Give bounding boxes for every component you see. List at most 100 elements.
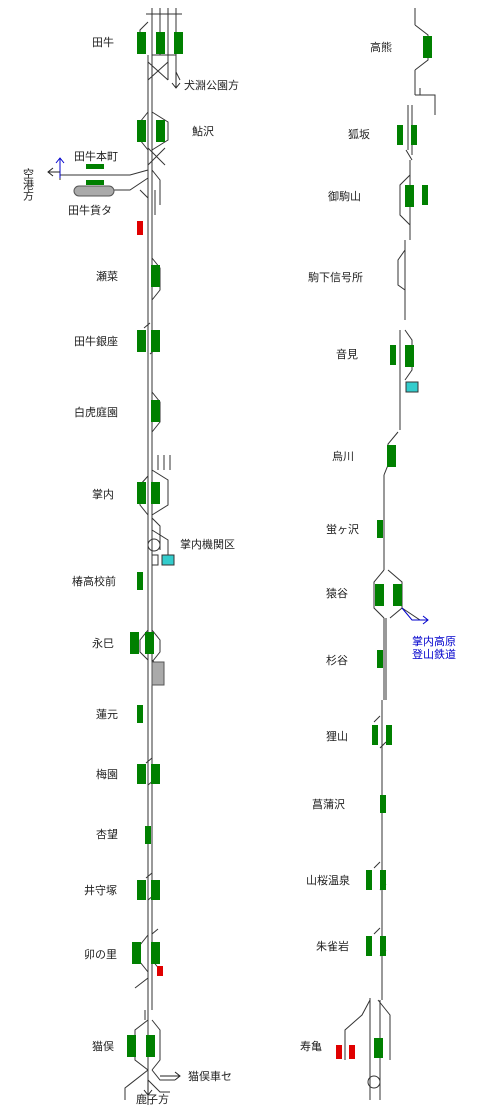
platform-tanukiyama-2 [386,725,392,745]
platform-ayusawa-2 [156,120,165,142]
platform-tsubaki [137,572,143,590]
station-label: 烏川 [332,449,354,463]
station-label: 梅園 [96,767,118,781]
station-label: 寿亀 [300,1039,322,1053]
station-label: 白虎庭園 [74,405,118,419]
platform-tauchi-3 [174,32,183,54]
platform-otomi-2 [405,345,414,367]
freight-yard-shape [73,185,115,197]
platform-unosato-2 [151,942,160,964]
platform-otomi-1 [390,345,396,365]
branch-label-inubuchi: 犬淵公園方 [184,78,239,92]
platform-kitsunezaka-1 [397,125,403,145]
inubuchi-arrow-icon [171,72,181,89]
platform-shoubusawa [380,795,386,813]
branch-label-nekomata-depot: 猫俣車セ [188,1069,232,1083]
platform-tauchi-1 [137,32,146,54]
branch-label-mountain-rail-2: 登山鉄道 [412,647,456,661]
station-label: 山桜温泉 [306,873,350,887]
red-marker-jukame-2 [349,1045,355,1059]
platform-tauchi-honmachi-1 [86,164,104,169]
station-label: 井守塚 [84,883,117,897]
platform-ayusawa-1 [137,120,146,142]
labels-left: 田牛 鮎沢 田牛本町 田牛貨タ 瀬菜 田牛銀座 白虎庭園 掌内 椿高校前 永巳 … [22,35,240,1106]
branch-label-kako: 鹿子方 [136,1092,169,1106]
platform-tauchi-2 [156,32,165,54]
station-label: 永巳 [92,636,114,650]
station-label: 菖蒲沢 [312,797,345,811]
station-label: 杏望 [96,828,118,841]
station-label: 御駒山 [328,189,361,203]
platform-umezono-2 [151,764,160,784]
platform-tauchi-ginza-1 [137,330,146,352]
platform-tauchi-ginza-2 [151,330,160,352]
station-label: 狐坂 [348,127,370,141]
platform-shounai-1 [137,482,146,504]
station-label: 猫俣 [92,1039,114,1053]
labels-right: 高熊 狐坂 御駒山 駒下信号所 音見 烏川 蛍ヶ沢 猿谷 杉谷 狸山 菖蒲沢 山… [300,40,456,1053]
platform-gokomayama-2 [422,185,428,205]
station-label: 朱雀岩 [316,939,349,953]
platform-yamazakura-1 [366,870,372,890]
platform-hasumoto [137,705,143,723]
platform-shounai-2 [151,482,160,504]
platform-kyoubou [145,826,151,844]
platform-sena [151,265,160,287]
platform-gokomayama-1 [405,185,414,207]
station-label: 猿谷 [326,586,348,600]
branch-label-depot: 掌内機関区 [180,537,235,551]
airport-arrow-icon [55,157,65,178]
red-marker-freight [137,221,143,235]
airport-left-arrow-icon [47,167,60,177]
station-label: 田牛貨タ [68,203,112,217]
platform-sarutani-2 [393,584,402,606]
station-label: 掌内 [92,487,114,501]
station-label: 蛍ヶ沢 [326,522,359,536]
station-label: 田牛銀座 [74,334,118,348]
platform-yamazakura-2 [380,870,386,890]
kako-arrow-icon [143,1080,153,1096]
eishi-siding-shape [151,661,165,686]
platform-unosato-1 [132,942,141,964]
depot-box-cyan [161,554,175,566]
platform-umezono-1 [137,764,146,784]
platform-tauchi-honmachi-2 [86,180,104,185]
branch-label-mountain-rail-1: 掌内高原 [412,634,456,648]
platforms [86,32,432,1058]
station-label: 杉谷 [326,653,348,667]
platform-sarutani-1 [375,584,384,606]
station-label: 椿高校前 [72,574,116,588]
platform-karasugawa [387,445,396,467]
station-label: 音見 [336,347,358,361]
station-label: 狸山 [326,730,348,743]
red-marker-unosato [157,966,163,976]
facilities [47,72,429,1096]
platform-sugitani [377,650,383,668]
nekomata-depot-arrow-icon [160,1071,181,1081]
station-label: 瀬菜 [96,269,118,283]
station-label: 卯の里 [84,948,117,961]
platform-kitsunezaka-2 [411,125,417,145]
station-label: 鮎沢 [192,124,214,138]
platform-takaguma [423,36,432,58]
platform-hotarugasawa [377,520,383,538]
platform-byakko-teien [151,400,160,422]
right-line [344,8,436,1100]
platform-jukame [374,1038,383,1058]
platform-suzakuiwa-1 [366,936,372,956]
platform-nekomata-1 [127,1035,136,1057]
platform-eishi-1 [130,632,139,654]
otomi-box-cyan [405,381,419,393]
station-label: 高熊 [370,40,392,54]
mountain-rail-arrow-icon [401,607,429,625]
platform-imorizuka-2 [151,880,160,900]
platform-suzakuiwa-2 [380,936,386,956]
station-label: 蓮元 [96,707,118,721]
red-marker-jukame-1 [336,1045,342,1059]
platform-nekomata-2 [146,1035,155,1057]
depot-box-white [151,554,159,566]
station-label: 田牛 [92,35,114,49]
platform-eishi-2 [145,632,154,654]
station-label: 田牛本町 [74,149,118,163]
